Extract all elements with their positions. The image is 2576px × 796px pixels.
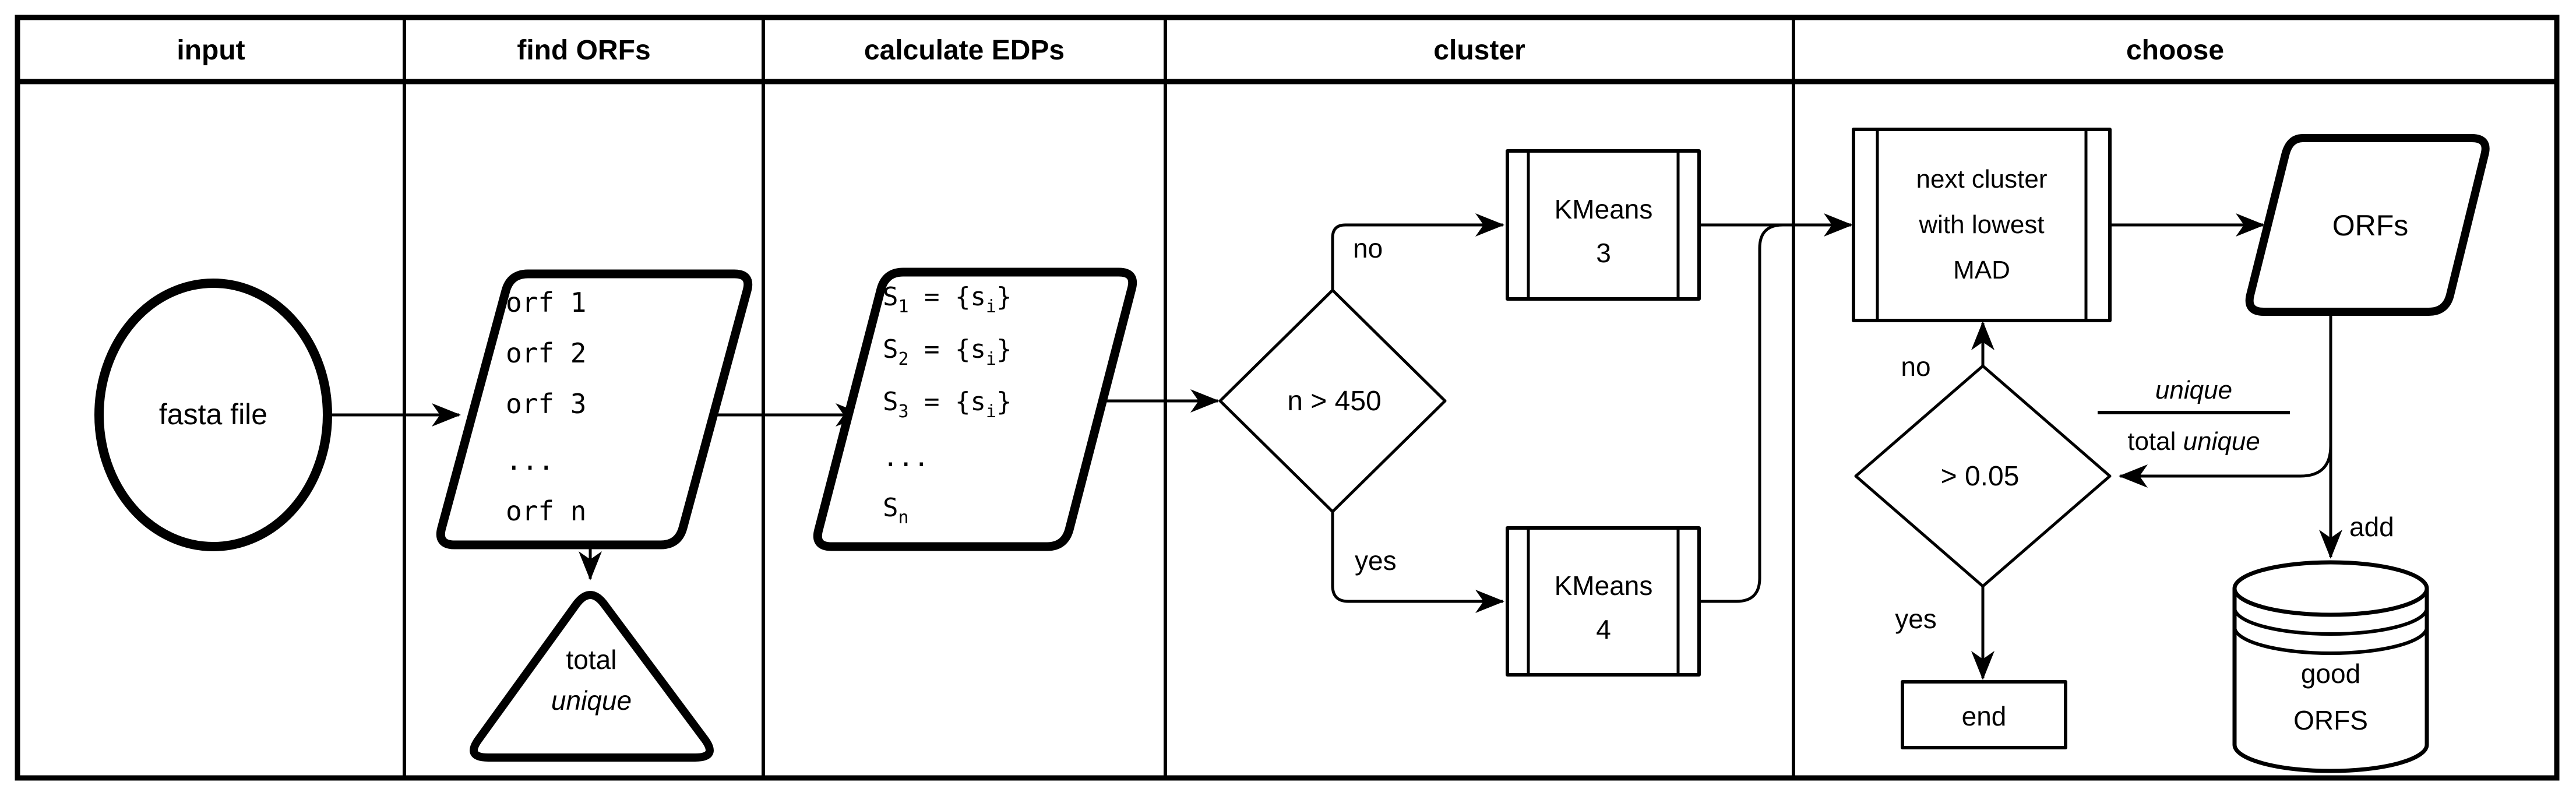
arrow-no-to-kmeans3 (1331, 213, 1505, 290)
orf-list-text: orf 1 orf 2 orf 3 ... orf n (506, 287, 586, 527)
next-cluster-node: next cluster with lowest MAD (1852, 128, 2112, 322)
lane-header-choose: choose (2126, 35, 2224, 66)
kmeans3-label-1: KMeans (1555, 194, 1653, 224)
edp-list-text: S1 = {si} S2 = {si} S3 = {si} ... Sn (883, 282, 1012, 528)
gt005-label: > 0.05 (1941, 461, 2020, 492)
lane-header-calculate-edps: calculate EDPs (864, 35, 1065, 66)
lane-header-find-orfs: find ORFs (517, 35, 650, 66)
cylinder-rim-3 (2233, 626, 2429, 655)
orf-list-line: orf n (506, 495, 586, 527)
connectors (328, 213, 2342, 681)
kmeans3-label-2: 3 (1596, 238, 1611, 268)
lane-header-cluster: cluster (1433, 35, 1525, 66)
edge-label-no-1: no (1353, 233, 1383, 263)
edp-line-n: Sn (883, 493, 909, 528)
total-unique-label-2: unique (551, 685, 632, 716)
edp-line-3: S3 = {si} (883, 387, 1012, 422)
kmeans3-node: KMeans 3 (1506, 149, 1701, 301)
ratio-denominator: total unique (2127, 427, 2260, 456)
swimlane-table: input find ORFs calculate EDPs cluster c… (15, 15, 2560, 781)
orf-list-line: orf 1 (506, 287, 586, 318)
kmeans4-node: KMeans 4 (1506, 526, 1701, 677)
edge-label-add: add (2349, 512, 2394, 542)
edge-label-no-2: no (1901, 351, 1930, 382)
end-node: end (1901, 680, 2067, 749)
n450-label: n > 450 (1287, 386, 1381, 417)
ratio-annotation: unique total unique (2098, 376, 2290, 456)
arrow-ratio-to-gt005 (2118, 445, 2332, 488)
total-unique-node (470, 591, 714, 762)
gt005-diamond (1854, 364, 2112, 588)
end-label: end (1962, 701, 2007, 731)
next-cluster-line-3: MAD (1953, 256, 2010, 284)
edge-label-yes-1: yes (1355, 545, 1397, 576)
orf-list-line: ... (506, 445, 554, 476)
edge-label-yes-2: yes (1895, 604, 1937, 634)
arrow-yes-to-kmeans4 (1331, 512, 1505, 613)
orf-list-line: orf 3 (506, 388, 586, 420)
good-orfs-label-2: ORFS (2293, 705, 2368, 735)
good-orfs-label-1: good (2301, 658, 2360, 689)
kmeans4-label-1: KMeans (1555, 570, 1653, 601)
cylinder-top-rim (2232, 560, 2429, 617)
total-unique-label-1: total (566, 644, 617, 675)
edp-line-2: S2 = {si} (883, 334, 1012, 369)
n450-diamond (1218, 288, 1447, 513)
orf-list-node (436, 269, 753, 550)
next-cluster-line-2: with lowest (1918, 210, 2044, 239)
kmeans4-label-2: 4 (1596, 614, 1611, 644)
edp-list-node (813, 267, 1137, 551)
connector-kmeans4-merge (1699, 223, 1784, 603)
fasta-file-node (94, 279, 332, 551)
lane-header-input: input (177, 35, 245, 66)
fasta-file-label: fasta file (159, 398, 267, 431)
next-cluster-line-1: next cluster (1916, 165, 2048, 193)
orf-list-line: orf 2 (506, 337, 586, 369)
table-outer-border (15, 15, 2560, 781)
edp-line-1: S1 = {si} (883, 282, 1012, 317)
edp-line-dots: ... (883, 443, 929, 473)
orfs-node (2245, 134, 2490, 316)
cylinder-rim-2 (2233, 607, 2429, 636)
orfs-label: ORFs (2332, 209, 2409, 242)
good-orfs-cylinder: good ORFS (2232, 560, 2429, 773)
ratio-numerator: unique (2155, 376, 2232, 404)
